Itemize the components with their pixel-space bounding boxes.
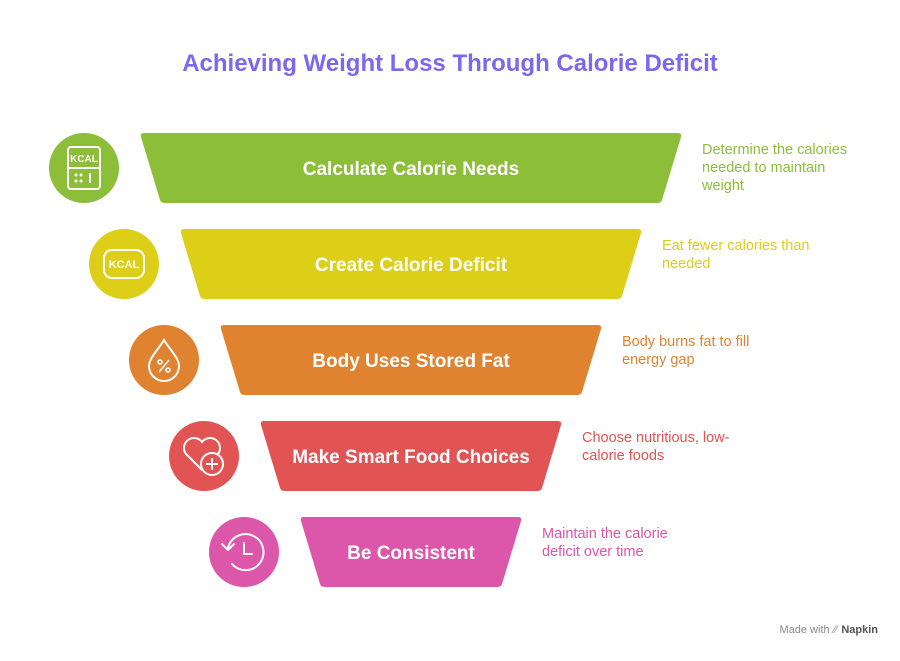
step-description: deficit over time	[542, 544, 644, 560]
step-label: Create Calorie Deficit	[315, 255, 508, 276]
step-icon-circle	[129, 325, 199, 395]
funnel-step: Make Smart Food Choices Choose nutritious…	[169, 421, 730, 491]
kcal-calculator-icon: KCAL	[67, 146, 101, 190]
step-description: Choose nutritious, low-	[582, 430, 730, 446]
footer-brand: Napkin	[841, 624, 878, 636]
funnel-band	[260, 421, 562, 491]
step-description: Body burns fat to fill	[622, 334, 749, 350]
page-title: Achieving Weight Loss Through Calorie De…	[182, 50, 718, 77]
fat-drop-percent-icon	[147, 338, 181, 382]
funnel-band	[220, 325, 602, 395]
step-label: Make Smart Food Choices	[292, 447, 530, 468]
clock-history-icon	[221, 533, 265, 572]
step-icon-circle	[89, 229, 159, 299]
heart-plus-icon	[183, 437, 224, 476]
step-description: calorie foods	[582, 448, 664, 464]
step-description: needed	[662, 256, 710, 272]
funnel-band	[140, 133, 682, 203]
funnel-step: Be Consistent Maintain the calorie deficit…	[209, 517, 668, 587]
footer-made-with: Made with	[779, 624, 830, 636]
step-description: energy gap	[622, 352, 695, 368]
step-description: needed to maintain	[702, 160, 825, 176]
funnel-band	[180, 229, 642, 299]
step-description: Eat fewer calories than	[662, 238, 810, 254]
svg-text:KCAL: KCAL	[109, 259, 140, 271]
svg-text:KCAL: KCAL	[70, 154, 98, 165]
kcal-badge-icon: KCAL	[103, 249, 145, 279]
footer: Made with ⁄⁄ Napkin	[779, 624, 878, 636]
funnel-step: Body Uses Stored Fat Body burns fat to fi…	[129, 325, 749, 395]
step-description: Maintain the calorie	[542, 526, 668, 542]
step-label: Body Uses Stored Fat	[312, 351, 510, 372]
funnel-step: Create Calorie Deficit KCAL Eat fewer calo…	[89, 229, 810, 299]
step-description: weight	[701, 178, 744, 194]
funnel-step: Calculate Calorie Needs KCAL Determine the…	[49, 133, 847, 203]
step-label: Calculate Calorie Needs	[303, 159, 519, 180]
step-description: Determine the calories	[702, 142, 847, 158]
step-label: Be Consistent	[347, 543, 475, 564]
napkin-logo-icon: ⁄⁄	[833, 624, 838, 636]
funnel-band	[300, 517, 522, 587]
